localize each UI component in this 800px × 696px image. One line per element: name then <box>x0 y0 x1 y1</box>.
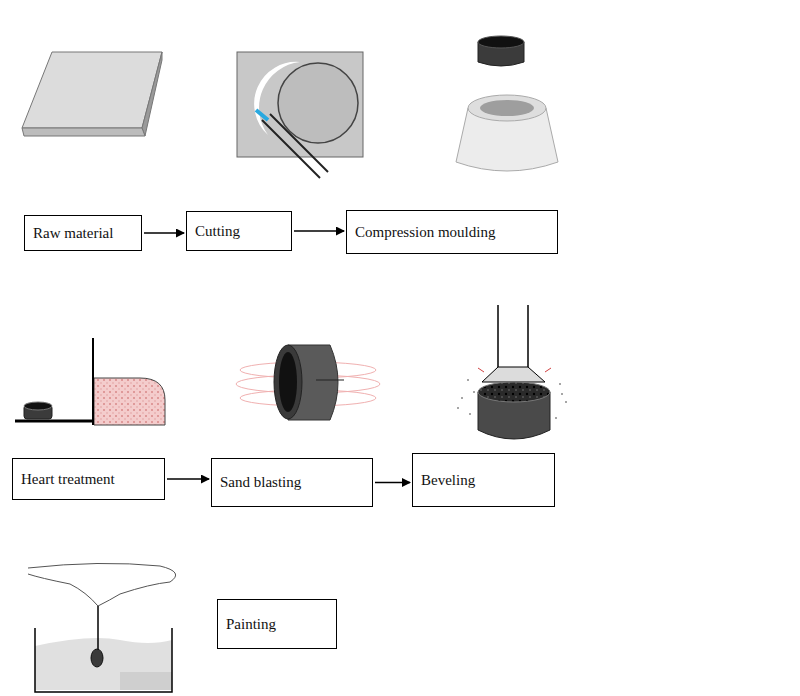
oven-sketch <box>15 338 165 425</box>
flow-arrow <box>167 478 209 480</box>
process-box: Compression moulding <box>346 210 558 254</box>
raw-plate <box>22 52 162 136</box>
process-box: Heart treatment <box>12 458 165 500</box>
sandblast-sketch <box>236 345 380 420</box>
cutting-sketch <box>237 52 363 178</box>
step-label: Heart treatment <box>13 471 123 488</box>
process-box: Sand blasting <box>211 458 373 507</box>
step-label: Cutting <box>187 223 248 240</box>
step-label: Raw material <box>25 225 121 242</box>
painting-sketch <box>28 563 176 692</box>
process-box: Raw material <box>24 215 142 251</box>
flow-arrow <box>294 230 344 232</box>
process-box: Painting <box>217 599 337 649</box>
step-label: Beveling <box>413 472 483 489</box>
step-label: Compression moulding <box>347 224 503 241</box>
flow-arrow <box>375 482 410 484</box>
mould-sketch <box>456 36 558 171</box>
process-box: Cutting <box>186 211 292 251</box>
step-label: Painting <box>218 616 284 633</box>
flow-arrow <box>144 232 184 234</box>
process-box: Beveling <box>412 453 555 507</box>
bevel-sketch <box>457 305 567 439</box>
step-label: Sand blasting <box>212 474 309 491</box>
